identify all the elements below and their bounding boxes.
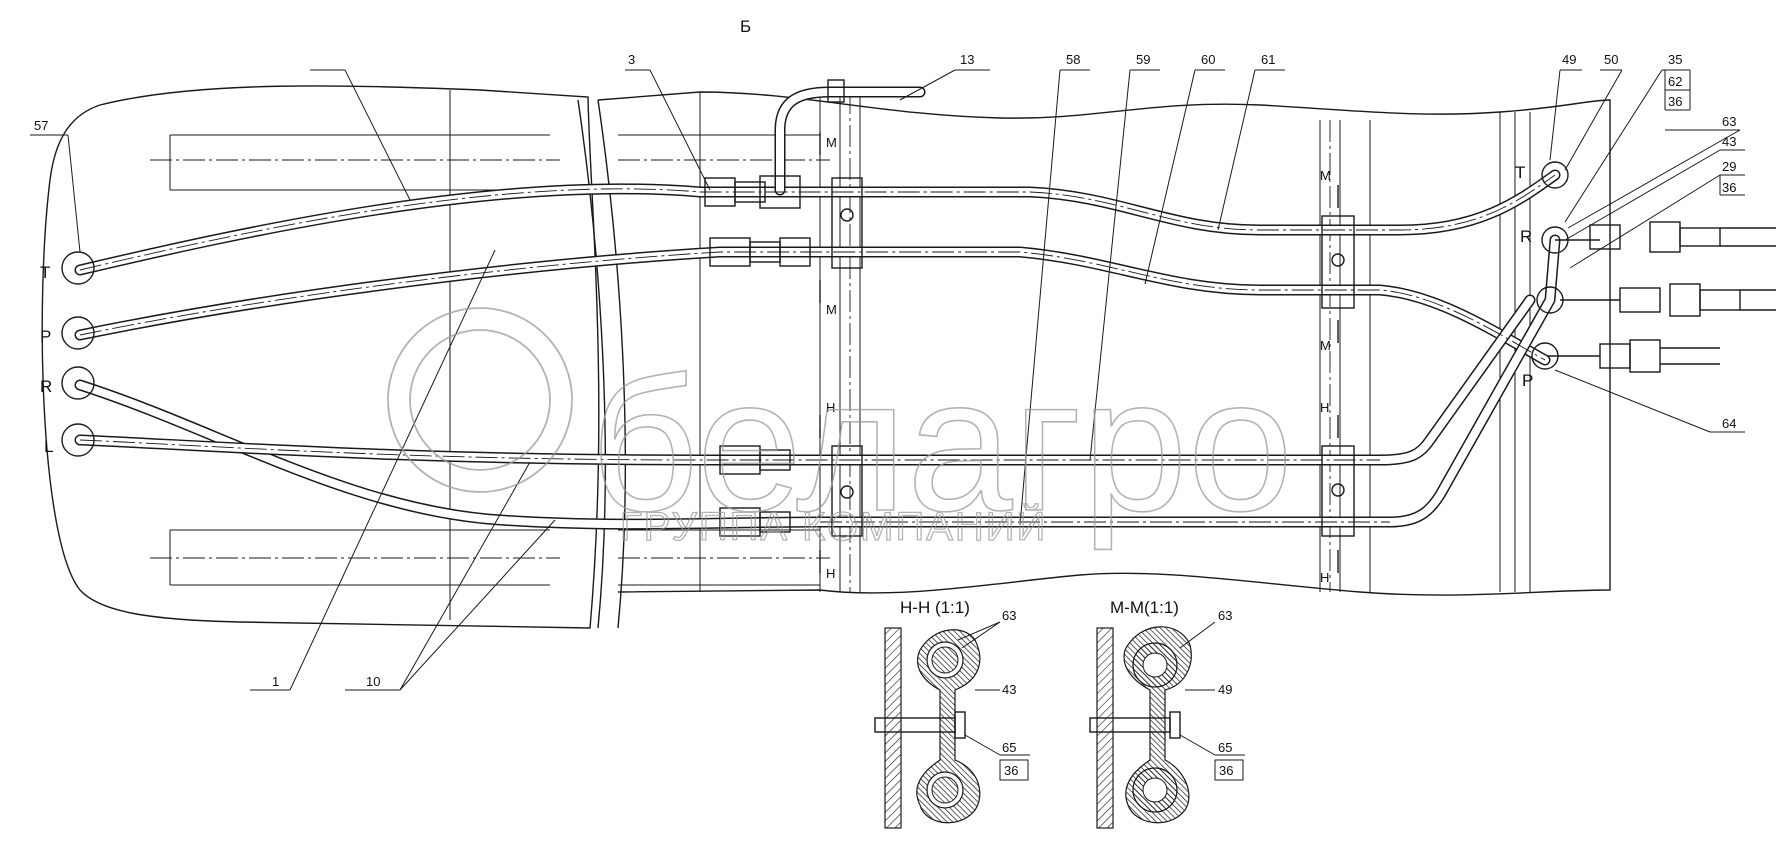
callout-49: 49: [1562, 52, 1576, 67]
fittings: [704, 79, 1776, 537]
port-label-p: P: [40, 327, 51, 346]
port-label-right-r: R: [1520, 227, 1532, 246]
callout-59: 59: [1136, 52, 1150, 67]
callout-63: 63: [1722, 114, 1736, 129]
section-mark-m-lower: М: [826, 302, 837, 317]
section-hh-callout-36: 36: [1004, 763, 1018, 778]
callout-10: 10: [366, 674, 380, 689]
section-hh-callout-43: 43: [1002, 682, 1016, 697]
labels-main: Б T P R L T R P М М Н Н М М Н Н 57 3 13 …: [34, 17, 1736, 689]
watermark-logo-inner: [409, 329, 551, 471]
callout-60: 60: [1201, 52, 1215, 67]
section-mm-title: М-М(1:1): [1110, 598, 1179, 617]
port-label-right-t: T: [1515, 163, 1525, 182]
section-hh: Н-Н (1:1) 63 43 65 36: [874, 598, 1030, 829]
section-mark-m-right-upper: М: [1320, 168, 1331, 183]
port-label-right-p: P: [1522, 371, 1533, 390]
callout-13: 13: [960, 52, 974, 67]
section-mm-callout-63: 63: [1218, 608, 1232, 623]
section-mm-callout-36: 36: [1219, 763, 1233, 778]
frame-outline-left: [41, 85, 600, 629]
view-label: Б: [740, 17, 751, 36]
leader-lines: [30, 69, 1745, 691]
section-mark-h-right-upper: Н: [1320, 400, 1329, 415]
tube-13-supply: [774, 86, 926, 196]
callout-35: 35: [1668, 52, 1682, 67]
section-hh-callout-65: 65: [1002, 740, 1016, 755]
callout-50: 50: [1604, 52, 1618, 67]
callout-58: 58: [1066, 52, 1080, 67]
clamps: [831, 161, 1569, 537]
section-mm: М-М(1:1) 63 49 65 36: [1089, 598, 1245, 829]
section-mark-h-lower: Н: [826, 566, 835, 581]
callout-36b: 36: [1722, 180, 1736, 195]
callout-61: 61: [1261, 52, 1275, 67]
watermark: белагро ГРУППА КОМПАНИЙ: [387, 307, 1294, 552]
watermark-brand: белагро: [590, 339, 1293, 551]
watermark-logo-circle: [387, 307, 573, 493]
callout-57: 57: [34, 118, 48, 133]
left-port-ends: [61, 251, 95, 457]
callout-29: 29: [1722, 159, 1736, 174]
section-mark-m-right-lower: М: [1320, 338, 1331, 353]
section-hh-callout-63: 63: [1002, 608, 1016, 623]
callout-36a: 36: [1668, 94, 1682, 109]
section-mark-m-upper: М: [826, 135, 837, 150]
section-cut-marks: [819, 132, 1339, 573]
port-label-r: R: [40, 377, 52, 396]
break-line: [577, 99, 627, 629]
callout-1: 1: [272, 674, 279, 689]
tube-centerlines: [79, 174, 1556, 523]
section-mark-h-right-lower: Н: [1320, 570, 1329, 585]
section-mm-callout-49: 49: [1218, 682, 1232, 697]
watermark-subtitle: ГРУППА КОМПАНИЙ: [620, 503, 1047, 549]
section-mark-h-upper: Н: [826, 400, 835, 415]
callout-64: 64: [1722, 416, 1736, 431]
section-hh-title: Н-Н (1:1): [900, 598, 970, 617]
port-label-t: T: [40, 263, 50, 282]
callout-43: 43: [1722, 134, 1736, 149]
callout-3: 3: [628, 52, 635, 67]
port-label-l: L: [44, 437, 53, 456]
section-mm-callout-65: 65: [1218, 740, 1232, 755]
callout-62: 62: [1668, 74, 1682, 89]
